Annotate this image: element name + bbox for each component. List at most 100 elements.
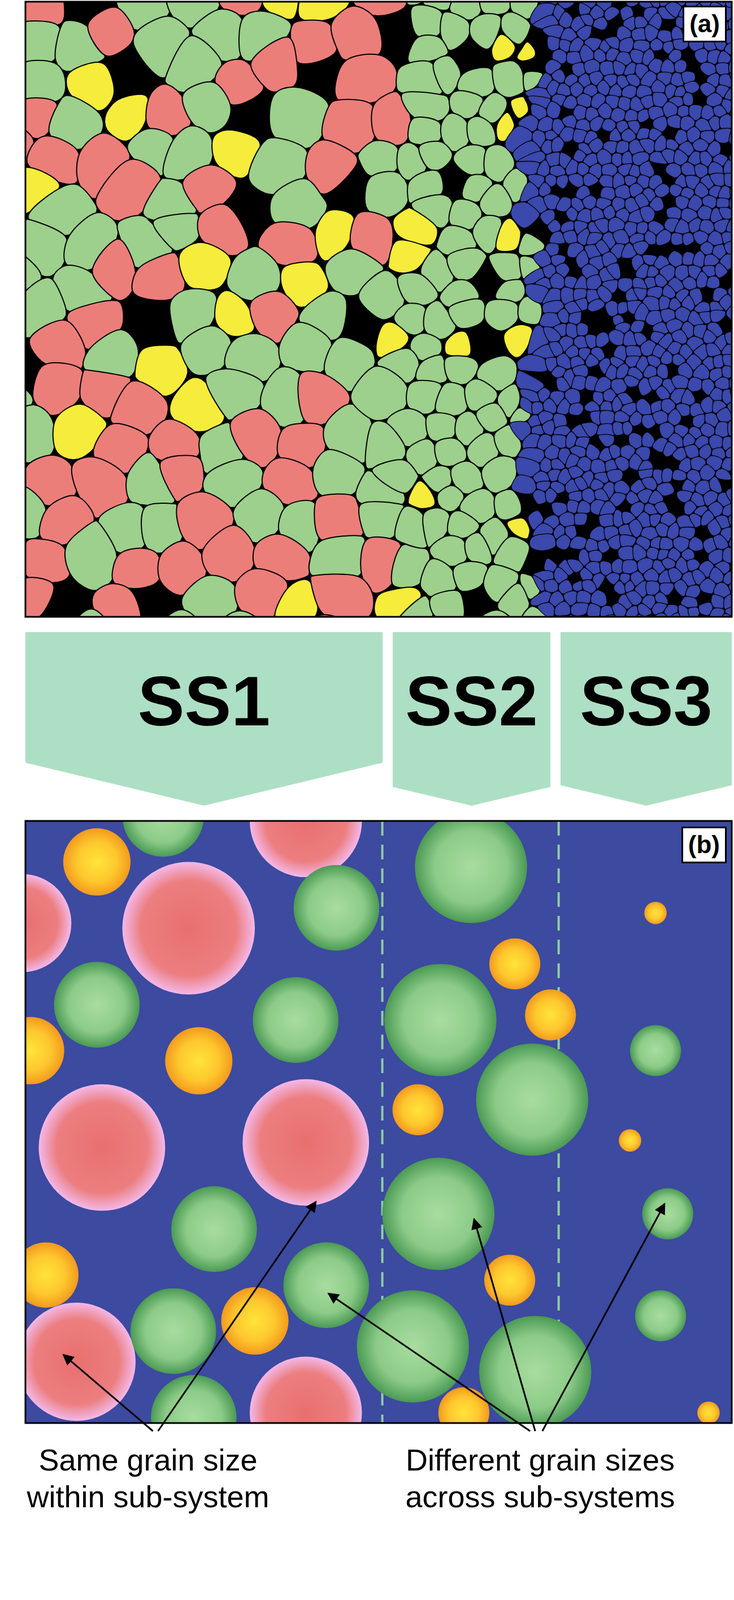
grain [551,136,564,153]
grain-circle [130,1287,217,1374]
grain-circle [630,1024,681,1076]
grain [722,546,732,563]
grain [572,364,589,377]
grain [568,465,584,479]
grain [541,419,555,436]
grain [726,488,732,503]
grain [371,459,419,493]
grain [435,381,468,416]
grain [682,276,697,290]
grain [683,81,699,94]
grain [510,96,529,119]
grain [561,114,577,129]
grain [660,59,675,74]
grain [549,272,565,289]
grain [537,116,554,132]
grain [397,272,438,306]
grain [25,576,54,617]
grain [29,319,86,368]
leader-arrow [158,1200,317,1431]
grain [693,301,711,314]
grain [725,445,732,459]
grain [569,535,587,549]
grain [407,116,442,145]
grain [624,109,638,122]
grain [510,201,540,228]
grain [717,50,732,64]
grain [709,607,725,617]
grain [713,354,724,368]
grain [640,206,655,223]
grain [661,148,676,164]
grain [654,183,670,198]
grain [92,583,142,617]
grain [592,16,608,30]
grain-circle [524,988,576,1040]
grain [25,60,66,103]
grain-circle [25,1016,65,1084]
callout-wrap: Different grain sizes across sub-systems [381,1440,699,1515]
grain [709,172,725,186]
grain [543,326,562,343]
node-text: (b) [688,830,720,858]
grain [658,295,671,310]
grain [181,575,239,617]
grain [568,311,582,324]
grain [625,345,642,358]
band-chevron [25,631,383,806]
grain-circle [171,1185,258,1272]
grain [453,561,488,592]
grain [532,489,547,505]
grain [488,252,522,282]
node-text: SS1 [137,665,271,736]
grain-circle [252,976,339,1063]
grain [692,250,706,268]
grain [546,36,560,51]
grain [626,74,641,87]
grain [630,49,645,64]
grain [700,396,714,414]
grain [569,402,584,415]
grain [546,101,561,119]
grain-circle [150,1374,237,1423]
grain [544,579,559,593]
grain-circle [382,1157,495,1270]
grain [598,513,615,527]
grain [716,407,732,423]
grain [636,127,650,140]
grain [721,344,732,356]
grain [594,488,610,501]
grain [574,297,588,311]
grain [659,536,673,550]
grain [598,174,614,188]
grain [536,159,550,177]
grain-circle [25,1241,79,1307]
grain [708,161,724,175]
grain [621,150,633,164]
grain [574,476,588,490]
grain [568,173,584,188]
grain [464,532,492,565]
grain [515,370,545,393]
grain [595,331,610,347]
grain [700,422,715,437]
grain [250,37,298,93]
grain-map [25,1,732,617]
grain [672,469,687,481]
node-text: SS3 [579,665,712,736]
leader-lines [63,1200,665,1431]
grain [550,458,566,470]
grain [448,298,485,329]
grain-circle [476,1043,589,1155]
callout-wrap: Same grain size within sub-system [6,1440,290,1515]
grain [309,535,366,580]
grain [604,6,620,21]
grain [87,7,134,57]
panel-border [25,820,732,1423]
grain [585,353,599,367]
grain [631,27,646,42]
grain [722,503,732,516]
grain [671,374,689,389]
grain [418,141,453,171]
